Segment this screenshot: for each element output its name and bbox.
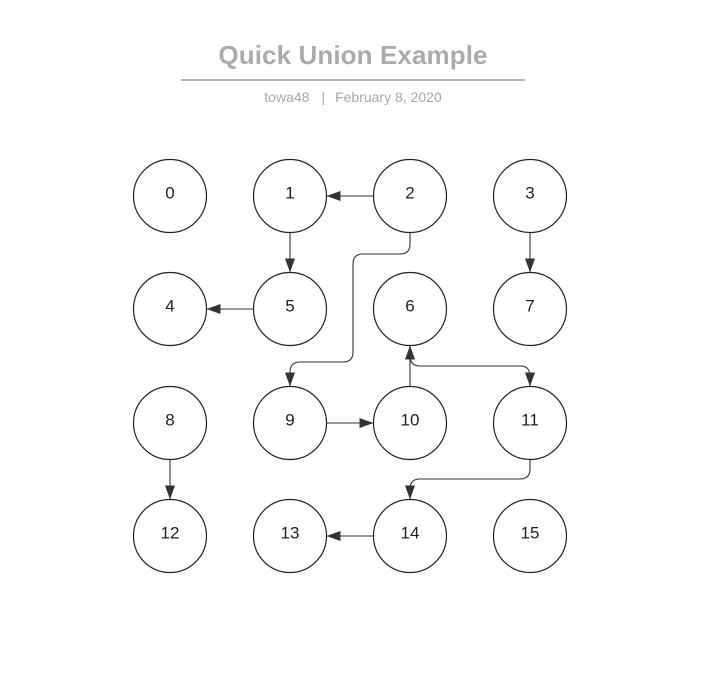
node-circle xyxy=(372,158,448,234)
node-label: 6 xyxy=(405,296,414,315)
node-10: 10 xyxy=(372,385,448,461)
node-label: 10 xyxy=(401,410,420,429)
node-15: 15 xyxy=(492,498,568,574)
node-label: 11 xyxy=(521,410,539,429)
node-12: 12 xyxy=(132,498,208,574)
node-label: 5 xyxy=(285,296,294,315)
node-label: 2 xyxy=(405,183,414,202)
author-name: towa48 xyxy=(264,89,310,105)
node-circle xyxy=(252,158,328,234)
node-0: 0 xyxy=(132,158,208,234)
node-label: 13 xyxy=(281,523,300,542)
node-4: 4 xyxy=(132,271,208,347)
edge-11-to-14 xyxy=(405,459,531,500)
node-circle xyxy=(252,498,328,574)
diagram-date: February 8, 2020 xyxy=(335,89,442,105)
node-circle xyxy=(492,158,568,234)
node-3: 3 xyxy=(492,158,568,234)
node-label: 7 xyxy=(525,296,534,315)
node-14: 14 xyxy=(372,498,448,574)
node-9: 9 xyxy=(252,385,328,461)
node-1: 1 xyxy=(252,158,328,234)
node-circle xyxy=(132,385,208,461)
node-label: 8 xyxy=(165,410,174,429)
node-label: 0 xyxy=(165,183,174,202)
edges-layer xyxy=(165,191,535,541)
edge-6-to-11 xyxy=(409,345,535,387)
node-circle xyxy=(492,498,568,574)
node-circle xyxy=(492,271,568,347)
node-label: 15 xyxy=(521,523,540,542)
node-2: 2 xyxy=(372,158,448,234)
node-6: 6 xyxy=(372,271,448,347)
node-label: 1 xyxy=(285,183,294,202)
node-circle xyxy=(372,498,448,574)
node-circle xyxy=(132,158,208,234)
node-13: 13 xyxy=(252,498,328,574)
node-circle xyxy=(372,271,448,347)
node-label: 9 xyxy=(285,410,294,429)
node-11: 11 xyxy=(492,385,568,461)
node-label: 3 xyxy=(525,183,534,202)
node-8: 8 xyxy=(132,385,208,461)
meta-separator: | xyxy=(321,89,326,105)
node-label: 12 xyxy=(161,523,180,542)
node-circle xyxy=(492,385,568,461)
node-circle xyxy=(132,271,208,347)
title-divider xyxy=(181,79,525,81)
node-circle xyxy=(132,498,208,574)
node-circle xyxy=(372,385,448,461)
node-5: 5 xyxy=(252,271,328,347)
node-circle xyxy=(252,271,328,347)
node-circle xyxy=(252,385,328,461)
node-label: 4 xyxy=(165,296,174,315)
diagram-title: Quick Union Example xyxy=(218,40,488,70)
node-label: 14 xyxy=(401,523,420,542)
diagram-meta: towa48 | February 8, 2020 xyxy=(0,89,705,105)
edge-2-to-9 xyxy=(285,232,411,387)
node-7: 7 xyxy=(492,271,568,347)
